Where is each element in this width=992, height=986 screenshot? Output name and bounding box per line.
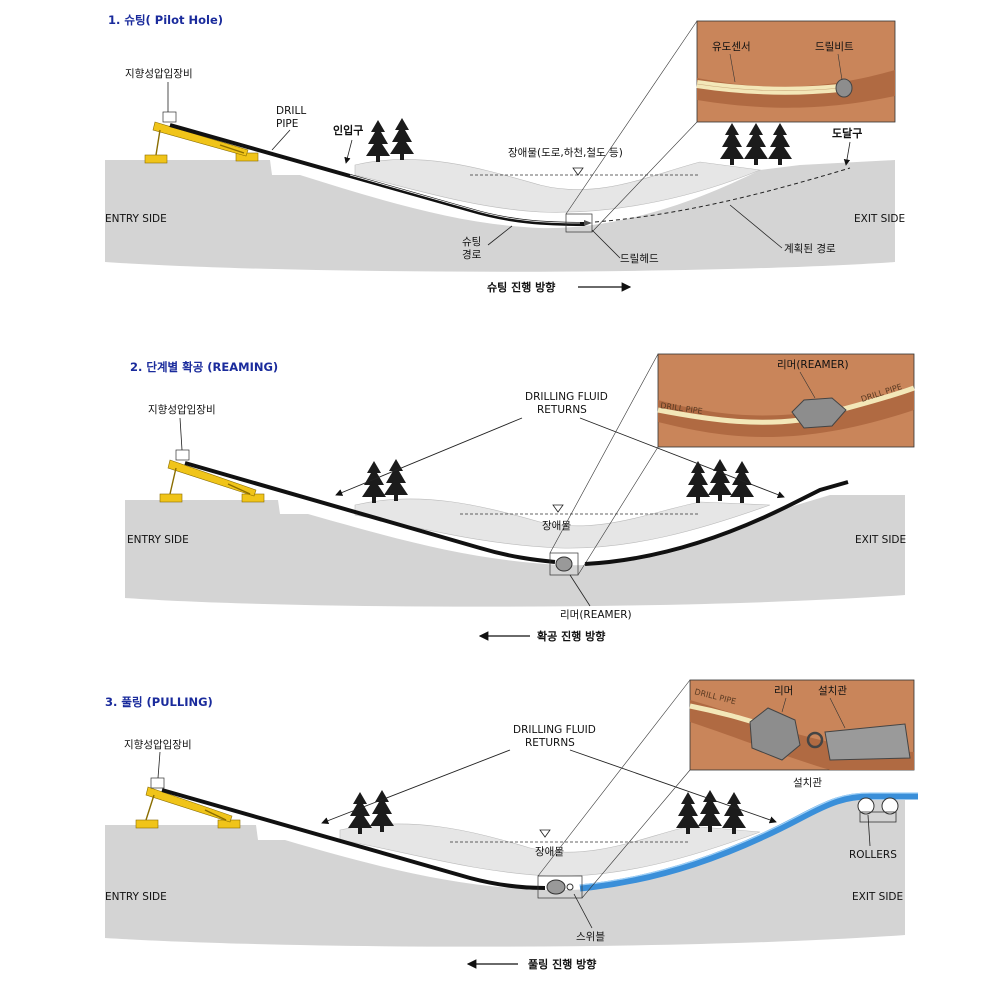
obstacle-mound-3 <box>339 823 761 877</box>
obstacle-mound-2 <box>354 498 771 549</box>
tree-icon <box>366 120 390 162</box>
inset-1: 유도센서 드릴비트 <box>696 20 896 123</box>
tree-icon <box>720 123 744 165</box>
obstacle-mound-1 <box>354 159 762 213</box>
fluid-label-3a: DRILLING FLUID <box>513 724 596 736</box>
drill-head-label-1: 드릴헤드 <box>620 252 659 265</box>
obstacle-label-3: 장애물 <box>535 846 564 858</box>
ground-2 <box>125 495 905 607</box>
obstacle-label-1: 장애물(도로,하천,철도 등) <box>508 146 623 159</box>
fluid-label-2b: RETURNS <box>537 404 587 416</box>
reamed-pipe-2 <box>584 480 849 566</box>
panel-3: 3. 풀링 (PULLING) 지향성압입장비 DRILLING FLUID <box>105 679 918 971</box>
drill-rig-3 <box>135 777 241 829</box>
obstacle-marker-2 <box>552 504 564 513</box>
swivel-label-3: 스위블 <box>576 930 605 943</box>
tree-icon <box>722 792 746 834</box>
panel-2: 2. 단계별 확공 (REAMING) 지향성압입장비 DRILLING FLU… <box>125 353 915 643</box>
inset-1-label-sensor: 유도센서 <box>712 41 751 53</box>
drill-pipe-2 <box>184 461 556 564</box>
entry-side-2: ENTRY SIDE <box>127 534 189 546</box>
rig-label-1: 지향성압입장비 <box>125 67 193 80</box>
drill-pipe-label-1b: PIPE <box>276 118 298 130</box>
rollers-label-3: ROLLERS <box>849 849 897 861</box>
tree-icon <box>730 461 754 503</box>
drill-rig-2 <box>159 449 265 503</box>
obstacle-label-2: 장애물 <box>542 520 571 532</box>
shooting-path-label-1a: 슈팅 <box>462 236 481 248</box>
ground-3 <box>105 800 905 947</box>
rig-label-2: 지향성압입장비 <box>148 403 216 416</box>
tree-icon <box>744 123 768 165</box>
obstacle-marker-3 <box>539 829 551 838</box>
pipe-label-3: 설치관 <box>793 777 822 789</box>
direction-label-2: 확공 진행 방향 <box>537 629 605 643</box>
panel-1: 1. 슈팅( Pilot Hole) 지향성압입장비 DRILL PIPE 인입… <box>105 13 905 294</box>
inset-2-label-reamer: 리머(REAMER) <box>777 359 849 371</box>
inset-1-label-bit: 드릴비트 <box>815 40 854 53</box>
reamer-2 <box>549 552 579 576</box>
tree-icon <box>390 118 414 160</box>
exit-point-label-1: 도달구 <box>832 127 862 140</box>
tree-icon <box>708 459 732 501</box>
entry-side-3: ENTRY SIDE <box>105 891 167 903</box>
tree-icon <box>676 792 700 834</box>
entry-side-1: ENTRY SIDE <box>105 213 167 225</box>
exit-side-3: EXIT SIDE <box>852 891 903 903</box>
fluid-label-3b: RETURNS <box>525 737 575 749</box>
drill-pipe-label-1a: DRILL <box>276 105 306 117</box>
inset-3-label-reamer: 리머 <box>774 685 793 697</box>
reamer-label-2: 리머(REAMER) <box>560 609 632 621</box>
exit-side-2: EXIT SIDE <box>855 534 906 546</box>
swivel-assembly-3 <box>537 875 583 899</box>
panel-3-title: 3. 풀링 (PULLING) <box>105 695 213 709</box>
drill-rig-1 <box>144 111 259 164</box>
tree-icon <box>384 459 408 501</box>
rig-label-3: 지향성압입장비 <box>124 738 192 751</box>
direction-label-1: 슈팅 진행 방향 <box>487 280 555 294</box>
tree-icon <box>348 792 372 834</box>
inset-3: 리머 설치관 DRILL PIPE <box>689 679 915 771</box>
planned-path-1 <box>594 167 851 223</box>
tree-icon <box>362 461 386 503</box>
drill-pipe-1 <box>169 123 586 226</box>
inset-3-label-pipe: 설치관 <box>818 685 847 697</box>
shooting-path-label-1b: 경로 <box>462 248 482 261</box>
rollers-3 <box>857 797 899 823</box>
ground-1 <box>105 160 895 272</box>
panel-1-title: 1. 슈팅( Pilot Hole) <box>108 13 223 27</box>
planned-path-label-1: 계획된 경로 <box>784 242 836 255</box>
fluid-label-2a: DRILLING FLUID <box>525 391 608 403</box>
panel-2-title: 2. 단계별 확공 (REAMING) <box>130 360 278 374</box>
obstacle-marker-1 <box>572 167 584 176</box>
exit-side-1: EXIT SIDE <box>854 213 905 225</box>
tree-icon <box>768 123 792 165</box>
direction-label-3: 풀링 진행 방향 <box>528 957 596 971</box>
inset-2: 리머(REAMER) DRILL PIPE DRILL PIPE <box>657 353 915 448</box>
entry-label-1: 인입구 <box>333 123 363 137</box>
product-pipe-3 <box>579 792 918 892</box>
